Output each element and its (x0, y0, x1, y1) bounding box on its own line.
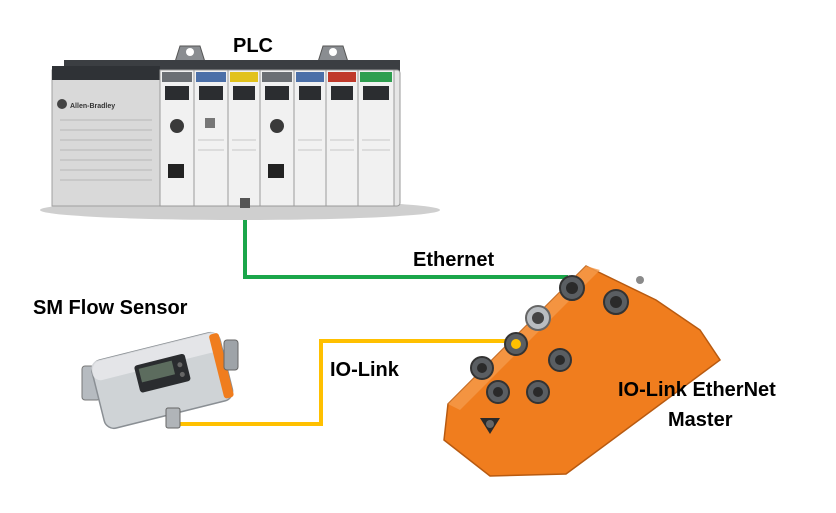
flow-sensor-device (81, 331, 239, 430)
iolink-cable (175, 339, 512, 426)
plc-module-3 (227, 69, 261, 207)
plc-device: Allen-Bradley (40, 45, 440, 220)
plc-module-7 (357, 69, 395, 207)
master-label-line1: IO-Link EtherNet (618, 379, 776, 401)
plc-label: PLC (233, 35, 273, 57)
master-label-line2: Master (668, 409, 733, 431)
iolink-master-device (443, 265, 722, 477)
plc-module-1 (159, 69, 195, 207)
plc-module-5 (293, 69, 327, 207)
plc-brand-text: Allen-Bradley (70, 103, 115, 110)
ethernet-label: Ethernet (413, 249, 495, 271)
iolink-label: IO-Link (330, 359, 399, 381)
sensor-label: SM Flow Sensor (33, 297, 188, 319)
master-ports (470, 275, 629, 404)
plc-module-6 (325, 69, 359, 207)
plc-module-4 (259, 69, 295, 207)
plc-module-2 (193, 69, 229, 207)
ethernet-cable (243, 208, 568, 279)
